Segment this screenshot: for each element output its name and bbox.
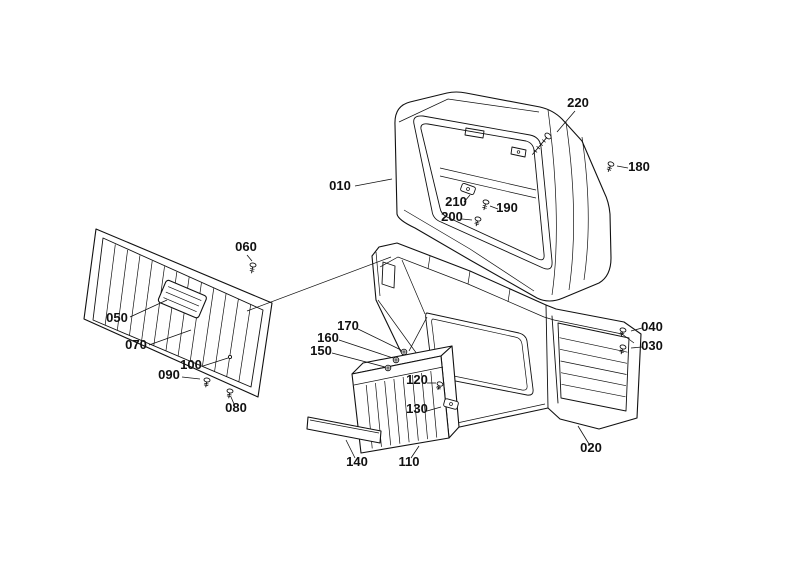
callout-190[interactable]: 190 xyxy=(489,200,518,215)
frame-left-bracket xyxy=(381,261,396,289)
callout-label[interactable]: 120 xyxy=(406,372,428,387)
callout-label[interactable]: 040 xyxy=(641,319,663,334)
hood-cross-bar xyxy=(439,167,537,199)
callout-200[interactable]: 200 xyxy=(441,209,473,224)
nut-icon xyxy=(400,348,408,356)
callout-080[interactable]: 080 xyxy=(225,396,247,415)
callout-140[interactable]: 140 xyxy=(345,439,368,469)
hood-latch-bracket xyxy=(510,146,527,158)
panel-inner-border-070 xyxy=(92,237,264,388)
callout-label[interactable]: 170 xyxy=(337,318,359,333)
bolt-icon xyxy=(226,388,234,399)
clip-icon xyxy=(443,398,459,410)
callout-label[interactable]: 210 xyxy=(445,194,467,209)
callout-label[interactable]: 050 xyxy=(106,310,128,325)
lower-grille-rail xyxy=(353,366,444,386)
callout-160[interactable]: 160 xyxy=(317,330,394,359)
clip-icon xyxy=(460,182,476,196)
callout-010[interactable]: 010 xyxy=(329,178,393,193)
callout-label[interactable]: 070 xyxy=(125,337,147,352)
callout-220[interactable]: 220 xyxy=(556,95,589,133)
part-trim-strip-140 xyxy=(306,416,382,444)
callout-label[interactable]: 190 xyxy=(496,200,518,215)
part-hood-010 xyxy=(394,91,612,302)
bolt-icon xyxy=(619,344,627,355)
bolt-icon xyxy=(606,161,615,172)
right-grille-slats xyxy=(559,337,628,398)
callout-label[interactable]: 150 xyxy=(310,343,332,358)
callout-020[interactable]: 020 xyxy=(577,425,602,455)
hood-top-ridge xyxy=(398,98,540,123)
callout-label[interactable]: 220 xyxy=(567,95,589,110)
callout-060[interactable]: 060 xyxy=(235,239,257,262)
callout-110[interactable]: 110 xyxy=(399,445,420,469)
frame-right-grille-box xyxy=(557,322,630,412)
callout-170[interactable]: 170 xyxy=(337,318,402,351)
callout-150[interactable]: 150 xyxy=(310,343,386,368)
hood-bottom-lip xyxy=(403,209,535,292)
callout-070[interactable]: 070 xyxy=(125,329,192,352)
part-lower-grille-110 xyxy=(351,345,460,454)
bolt-icon xyxy=(474,216,482,227)
callout-label[interactable]: 020 xyxy=(580,440,602,455)
callout-label[interactable]: 110 xyxy=(399,454,420,469)
bolt-icon xyxy=(436,381,444,391)
callout-130[interactable]: 130 xyxy=(406,401,442,416)
callout-label[interactable]: 140 xyxy=(346,454,368,469)
panel-screw-hole xyxy=(227,354,233,360)
nut-icon xyxy=(392,356,400,364)
callout-label[interactable]: 100 xyxy=(180,357,202,372)
callout-090[interactable]: 090 xyxy=(158,367,201,382)
callout-120[interactable]: 120 xyxy=(406,372,436,387)
hood-side-creases xyxy=(547,109,589,296)
callout-040[interactable]: 040 xyxy=(630,319,663,334)
hood-opening-outline xyxy=(413,115,553,270)
bolt-icon xyxy=(619,327,627,337)
bolt-icon xyxy=(203,377,211,388)
fasteners xyxy=(203,132,627,410)
frame-corner-edge xyxy=(545,304,559,409)
bolt-icon xyxy=(249,262,257,274)
frame-center-opening xyxy=(425,312,534,396)
callout-label[interactable]: 060 xyxy=(235,239,257,254)
callout-210[interactable]: 210 xyxy=(445,194,471,209)
callout-label[interactable]: 160 xyxy=(317,330,339,345)
callout-label[interactable]: 080 xyxy=(225,400,247,415)
callout-label[interactable]: 130 xyxy=(406,401,428,416)
callout-100[interactable]: 100 xyxy=(180,357,229,372)
assembly-lines xyxy=(246,256,428,352)
bolt-icon xyxy=(482,199,490,211)
part-side-panel-050 xyxy=(83,228,273,398)
callout-180[interactable]: 180 xyxy=(616,159,650,174)
callout-label[interactable]: 030 xyxy=(641,338,663,353)
callout-050[interactable]: 050 xyxy=(106,299,168,325)
callout-label[interactable]: 200 xyxy=(441,209,463,224)
callout-030[interactable]: 030 xyxy=(630,338,663,353)
panel-badge xyxy=(157,279,207,319)
callout-label[interactable]: 010 xyxy=(329,178,351,193)
callout-label[interactable]: 180 xyxy=(628,159,650,174)
hood-emblem xyxy=(464,127,485,139)
nut-icon xyxy=(384,364,392,372)
screw-icon xyxy=(532,132,552,155)
callout-label[interactable]: 090 xyxy=(158,367,180,382)
